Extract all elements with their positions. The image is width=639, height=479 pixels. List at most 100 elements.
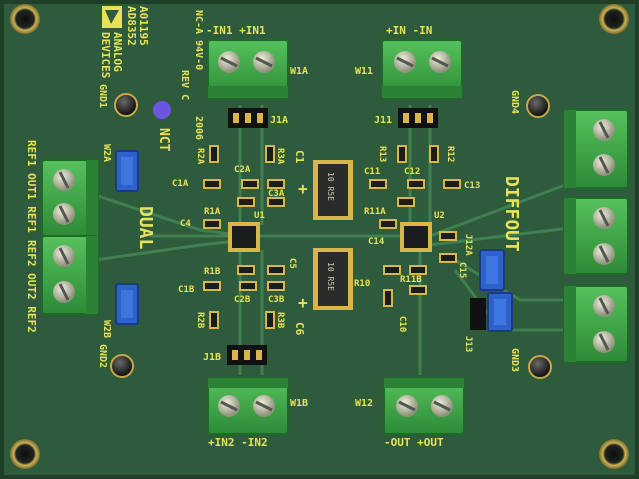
r3a-label: R3A — [275, 148, 285, 165]
c1b-label: C1B — [178, 285, 195, 295]
terminal-right-middle — [563, 197, 629, 275]
r10-label: R10 — [354, 279, 370, 289]
out-label: -OUT +OUT — [384, 436, 444, 449]
j13-label: J13 — [463, 336, 473, 352]
j1b-label: J1B — [203, 352, 221, 363]
c3a-label: C3A — [268, 189, 285, 199]
r11b-label: R11B — [400, 275, 422, 285]
logo-text-line1: ANALOG — [111, 32, 124, 72]
r1a-label: R1A — [204, 207, 221, 217]
gnd4-post — [526, 94, 550, 118]
c14-label: C14 — [368, 237, 385, 247]
c2b-label: C2B — [234, 295, 251, 305]
in2-label: +IN2 -IN2 — [208, 436, 268, 449]
c1-marking: 10 R5E — [326, 172, 335, 201]
terminal-w11 — [381, 39, 463, 99]
mounting-hole-br — [599, 439, 629, 469]
c6-label: C6 — [293, 322, 306, 336]
assembly-number: A01195 — [137, 6, 150, 46]
c13-label: C13 — [464, 181, 480, 191]
w1a-label: W1A — [290, 66, 308, 77]
c3b-label: C3B — [268, 295, 285, 305]
r11a-label: R11A — [364, 207, 386, 217]
mounting-holes — [10, 4, 629, 469]
logo-text-line2: DEVICES — [99, 32, 112, 78]
c12-label: C12 — [404, 167, 420, 177]
header-j11 — [398, 108, 438, 128]
ground-posts — [110, 93, 552, 379]
c11-label: C11 — [364, 167, 380, 177]
c4-label: C4 — [180, 219, 191, 229]
gnd1-label: GND1 — [97, 84, 108, 108]
w11-label: W11 — [355, 66, 373, 77]
capacitor-c1 — [313, 160, 353, 220]
r1b-label: R1B — [204, 267, 221, 277]
mounting-hole-bl — [10, 439, 40, 469]
inp-label: +IN -IN — [386, 24, 432, 37]
capacitor-c6 — [313, 248, 353, 310]
r2a-label: R2A — [195, 148, 205, 165]
gnd2-post — [110, 354, 134, 378]
j12-label: J12A — [463, 234, 473, 256]
header-j1b — [227, 345, 267, 365]
smd-components — [203, 145, 461, 329]
logo-mark: NCT — [156, 128, 171, 152]
c10-label: C10 — [397, 316, 407, 332]
adi-logo-block: ANALOG DEVICES AD8352 A01195 — [99, 6, 150, 78]
c1-label: C1 — [293, 150, 306, 164]
terminal-right-top — [563, 109, 629, 189]
terminal-ref2-out2 — [41, 235, 99, 315]
ref1-out1-label: REF1 OUT1 REF1 — [25, 140, 38, 233]
blue-jumper-j2b — [115, 283, 139, 325]
c15-label: C15 — [457, 262, 467, 278]
r12-label: R12 — [445, 146, 455, 162]
w1b-label: W1B — [290, 398, 308, 409]
gnd1-post — [114, 93, 138, 117]
year: 2006 — [193, 116, 204, 140]
ref2-out2-label: REF2 OUT2 REF2 — [25, 240, 38, 333]
in1-label: -IN1 +IN1 — [206, 24, 266, 37]
j11-label: J11 — [374, 115, 392, 126]
board-number: NC-A 94V-0 — [193, 10, 204, 70]
diffout-label: DIFFOUT — [501, 176, 522, 252]
blue-jumper-j2a — [115, 150, 139, 192]
mounting-hole-tl — [10, 4, 40, 34]
blue-jumper-j13 — [470, 292, 513, 332]
purple-marker-dot — [153, 101, 171, 119]
blue-jumper-j12 — [479, 249, 505, 291]
gnd3-label: GND3 — [509, 348, 520, 372]
terminal-w12 — [383, 377, 465, 435]
c6-marking: 10 R5E — [326, 262, 335, 291]
c2a-label: C2A — [234, 165, 251, 175]
c1a-label: C1A — [172, 179, 189, 189]
terminal-w1a — [207, 39, 289, 99]
component-refdes: R1A R1B R2A R2B R3A R3B R11A R11B R12 R1… — [172, 146, 480, 336]
terminal-w1b — [207, 377, 289, 435]
w2b-label: W2B — [101, 320, 112, 338]
mounting-hole-tr — [599, 4, 629, 34]
revision: REV C — [179, 70, 190, 100]
ic-u2 — [400, 222, 432, 252]
u1-label: U1 — [254, 211, 265, 221]
gnd3-post — [528, 355, 552, 379]
ic-u1 — [228, 222, 260, 252]
j1a-label: J1A — [270, 115, 288, 126]
terminal-right-bottom — [563, 285, 629, 363]
header-j1a — [228, 108, 268, 128]
c5-label: C5 — [287, 258, 297, 269]
r3b-label: R3B — [275, 312, 285, 329]
c6-polarity-plus: + — [298, 293, 308, 312]
w2a-label: W2A — [101, 144, 112, 162]
r2b-label: R2B — [195, 312, 205, 329]
w12-label: W12 — [355, 398, 373, 409]
u2-label: U2 — [434, 211, 445, 221]
terminal-ref1-out1 — [41, 159, 99, 237]
part-number: AD8352 — [125, 6, 138, 46]
c1-polarity-plus: + — [298, 179, 308, 198]
dual-label: DUAL — [135, 206, 156, 250]
gnd2-label: GND2 — [97, 344, 108, 368]
r13-label: R13 — [377, 146, 387, 162]
